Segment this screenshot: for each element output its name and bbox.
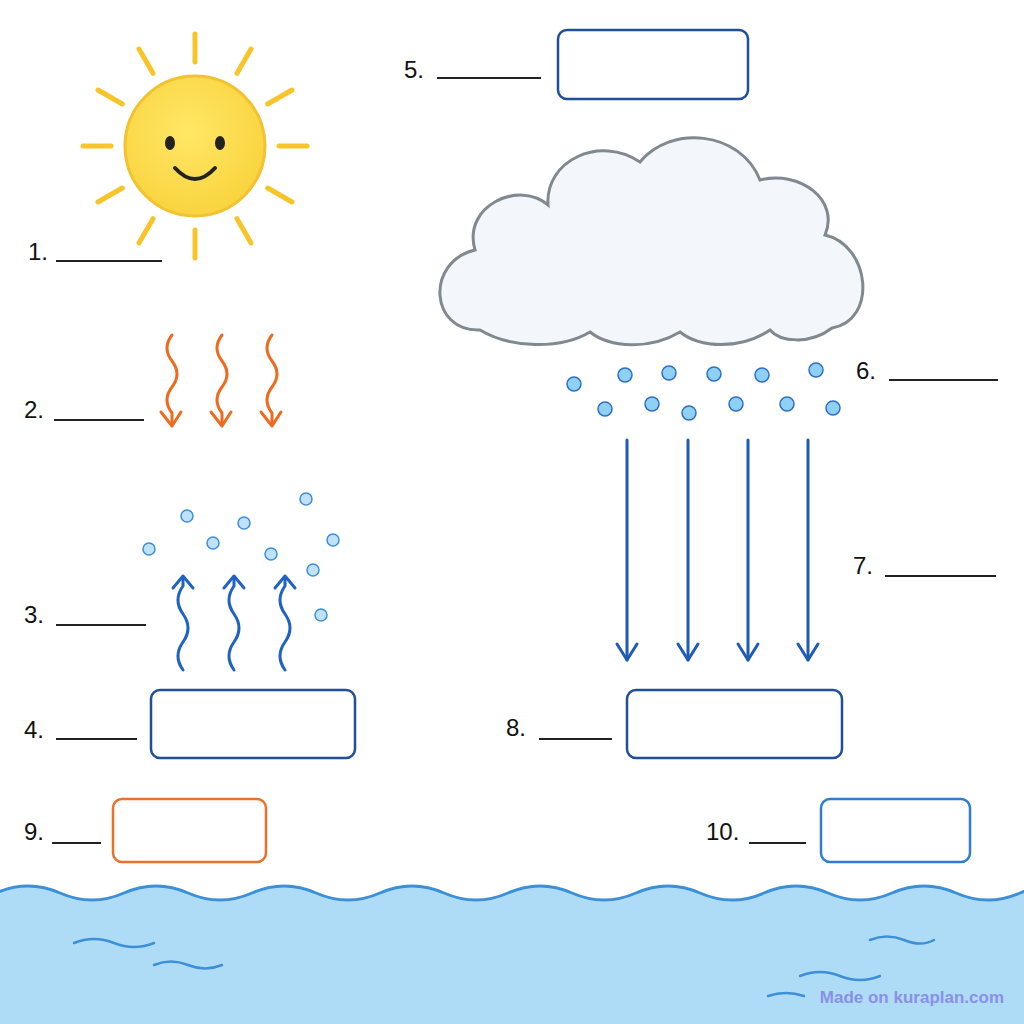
callout-number: 3. [24, 601, 44, 629]
sun-ray [279, 144, 307, 149]
precipitation-arrows [617, 440, 818, 660]
answer-boxes [113, 30, 970, 862]
callout-number: 7. [853, 552, 873, 580]
callout-number: 2. [24, 396, 44, 424]
water-body [0, 886, 1024, 1024]
sun-ray [139, 219, 153, 243]
vapour-dots [143, 493, 339, 621]
answer-blanks [52, 78, 998, 843]
heat-arrows [161, 335, 281, 426]
callout-number: 10. [706, 818, 739, 846]
sun-ray [268, 90, 292, 104]
cloud [440, 138, 863, 345]
sun-ray [139, 49, 153, 73]
callout-number: 8. [506, 714, 526, 742]
callout-number: 1. [28, 238, 48, 266]
sun-ray [237, 49, 251, 73]
callout-number: 6. [856, 357, 876, 385]
sun-ray [98, 188, 122, 202]
sun-rays [83, 34, 307, 258]
sun-ray [98, 90, 122, 104]
sun-ray [268, 188, 292, 202]
sun-ray [83, 144, 111, 149]
callout-number: 4. [24, 716, 44, 744]
callout-number: 5. [404, 56, 424, 84]
rain-drops [567, 363, 840, 420]
sun-eye [165, 136, 175, 150]
sun-ray [237, 219, 251, 243]
evaporation-arrows [173, 576, 295, 670]
sun-eye [215, 136, 225, 150]
watermark: Made on kuraplan.com [820, 988, 1004, 1008]
sun [125, 76, 265, 216]
sun-ray [193, 34, 198, 62]
water-ripples [74, 937, 934, 997]
callout-number: 9. [24, 818, 44, 846]
sun-ray [193, 230, 198, 258]
sun-smile [175, 168, 215, 179]
